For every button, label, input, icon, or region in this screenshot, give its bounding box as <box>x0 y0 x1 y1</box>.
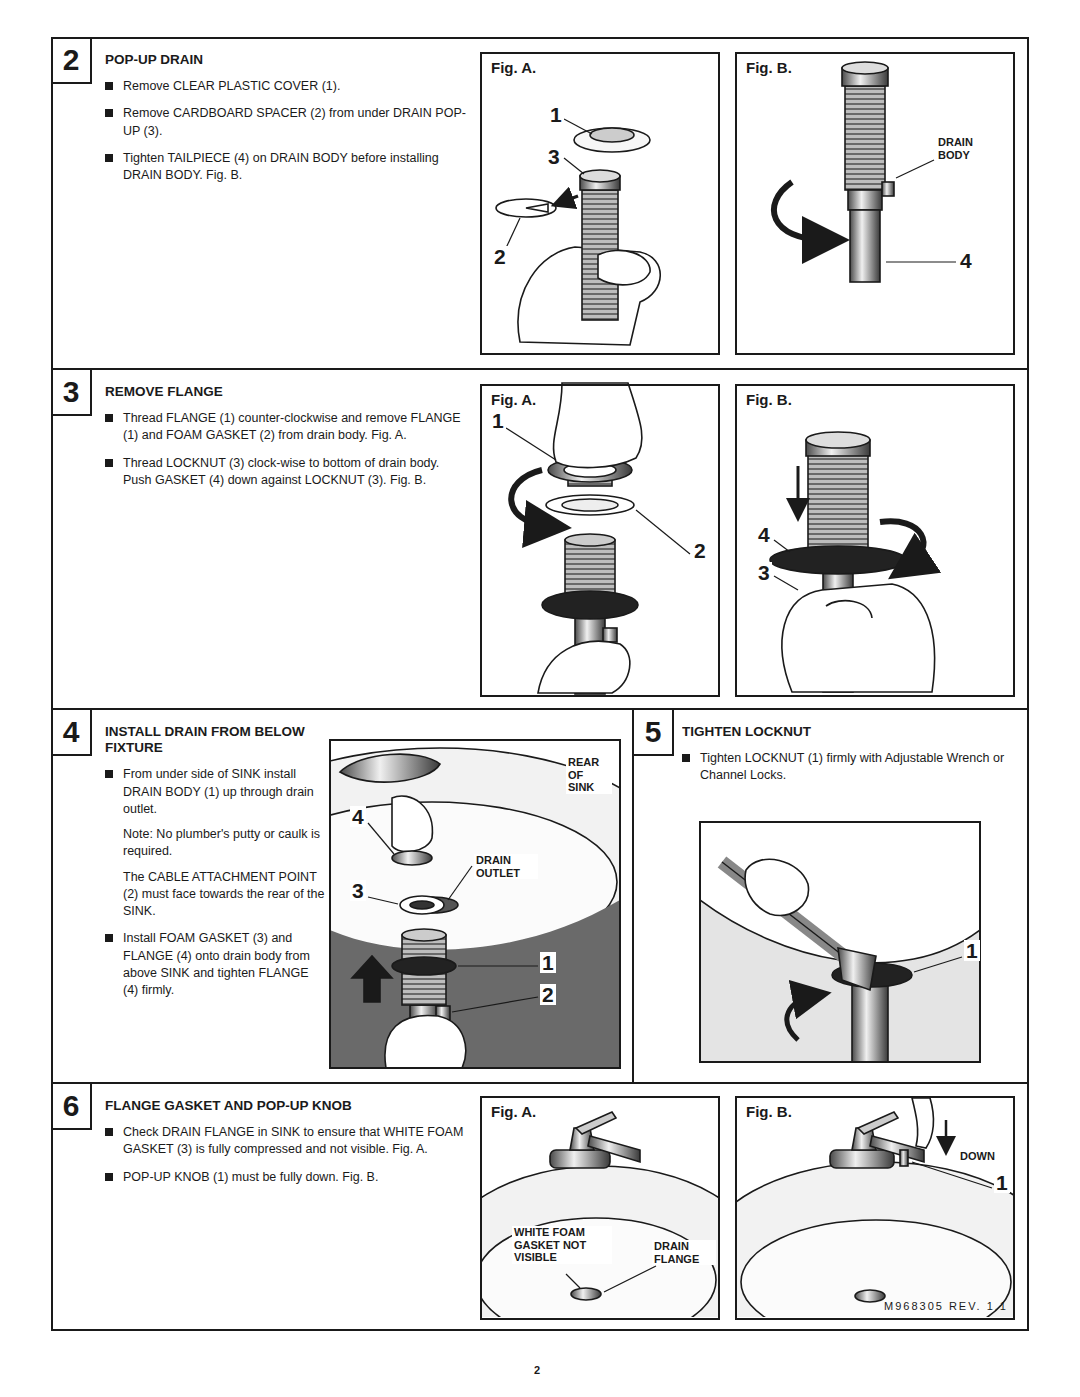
part-label: REAR OF SINK <box>566 756 612 794</box>
figure-frame: Fig. A. <box>480 52 720 355</box>
callout-number: 4 <box>350 806 366 827</box>
figure-frame: Fig. B. <box>735 52 1015 355</box>
instruction-text: Tighten TAILPIECE (4) on DRAIN BODY befo… <box>105 150 470 185</box>
callout-number: 4 <box>958 250 974 271</box>
callout-number: 2 <box>692 540 708 561</box>
step-number: 2 <box>52 38 92 84</box>
instruction-text: Check DRAIN FLANGE in SINK to ensure tha… <box>105 1124 470 1159</box>
figure-label: Fig. A. <box>488 58 539 77</box>
instruction-text: From under side of SINK install DRAIN BO… <box>105 766 327 818</box>
instruction-text: Install FOAM GASKET (3) and FLANGE (4) o… <box>105 930 327 999</box>
text-column: FLANGE GASKET AND POP-UP KNOB Check DRAIN… <box>105 1098 470 1326</box>
step-number: 4 <box>52 710 92 756</box>
step-number: 6 <box>52 1084 92 1130</box>
figure-label: Fig. B. <box>743 58 795 77</box>
instruction-text: Thread FLANGE (1) counter-clockwise and … <box>105 410 470 445</box>
step-number: 3 <box>52 370 92 416</box>
text-column: POP-UP DRAIN Remove CLEAR PLASTIC COVER (… <box>105 52 470 362</box>
figure-label: Fig. A. <box>488 390 539 409</box>
part-label: WHITE FOAM GASKET NOT VISIBLE <box>512 1226 612 1264</box>
text-column: TIGHTEN LOCKNUT Tighten LOCKNUT (1) firml… <box>682 724 1012 1078</box>
figure-frame: Fig. A. <box>480 1096 720 1320</box>
callout-number: 1 <box>490 410 506 431</box>
step-panel: 2 POP-UP DRAIN Remove CLEAR PLASTIC COVER … <box>52 38 1028 368</box>
step-panel: 5 TIGHTEN LOCKNUT Tighten LOCKNUT (1) firm… <box>632 708 1028 1082</box>
callout-number: 4 <box>756 524 772 545</box>
instruction-text: Thread LOCKNUT (3) clock-wise to bottom … <box>105 455 470 490</box>
figure-frame: Fig. A. <box>480 384 720 697</box>
instruction-text: Remove CLEAR PLASTIC COVER (1). <box>105 78 470 95</box>
part-label: DRAIN OUTLET <box>474 854 538 879</box>
callout-number: 2 <box>540 984 556 1005</box>
text-column: INSTALL DRAIN FROM BELOW FIXTURE From und… <box>105 724 327 1078</box>
figure-label: Fig. B. <box>743 1102 795 1121</box>
page-number: 2 <box>534 1364 540 1376</box>
note-text: Note: No plumber's putty or caulk is req… <box>105 826 327 861</box>
step-panel: 3 REMOVE FLANGE Thread FLANGE (1) counter-… <box>52 368 1028 708</box>
callout-number: 3 <box>546 146 562 167</box>
text-column: REMOVE FLANGE Thread FLANGE (1) counter-c… <box>105 384 470 704</box>
document-number: M968305 REV. 1.1 <box>884 1300 1008 1312</box>
callout-number: 3 <box>756 562 772 583</box>
figure-frame: Fig. B. <box>735 1096 1015 1320</box>
part-label: DRAIN FLANGE <box>652 1240 716 1265</box>
callout-number: 1 <box>994 1172 1010 1193</box>
step-panel: 6 FLANGE GASKET AND POP-UP KNOB Check DRAI… <box>52 1082 1028 1330</box>
step-heading: REMOVE FLANGE <box>105 384 470 400</box>
callout-number: 2 <box>492 246 508 267</box>
instruction-text: Remove CARDBOARD SPACER (2) from under D… <box>105 105 470 140</box>
figure-label: Fig. B. <box>743 390 795 409</box>
step-heading: TIGHTEN LOCKNUT <box>682 724 1012 740</box>
figure-label: Fig. A. <box>488 1102 539 1121</box>
step-heading: INSTALL DRAIN FROM BELOW FIXTURE <box>105 724 327 756</box>
figure-frame: Fig. B. <box>735 384 1015 697</box>
step-heading: FLANGE GASKET AND POP-UP KNOB <box>105 1098 470 1114</box>
instruction-text: POP-UP KNOB (1) must be fully down. Fig.… <box>105 1169 470 1186</box>
callout-number: 3 <box>350 880 366 901</box>
step-number: 5 <box>634 710 674 756</box>
part-label: DRAIN BODY <box>936 136 986 161</box>
note-text: The CABLE ATTACHMENT POINT (2) must face… <box>105 869 327 921</box>
step-panel: 4 INSTALL DRAIN FROM BELOW FIXTURE From un… <box>52 708 632 1082</box>
instruction-text: Tighten LOCKNUT (1) firmly with Adjustab… <box>682 750 1012 785</box>
callout-number: 1 <box>548 104 564 125</box>
callout-number: 1 <box>540 952 556 973</box>
part-label: DOWN <box>958 1150 1006 1163</box>
step-heading: POP-UP DRAIN <box>105 52 470 68</box>
callout-number: 1 <box>964 940 980 961</box>
